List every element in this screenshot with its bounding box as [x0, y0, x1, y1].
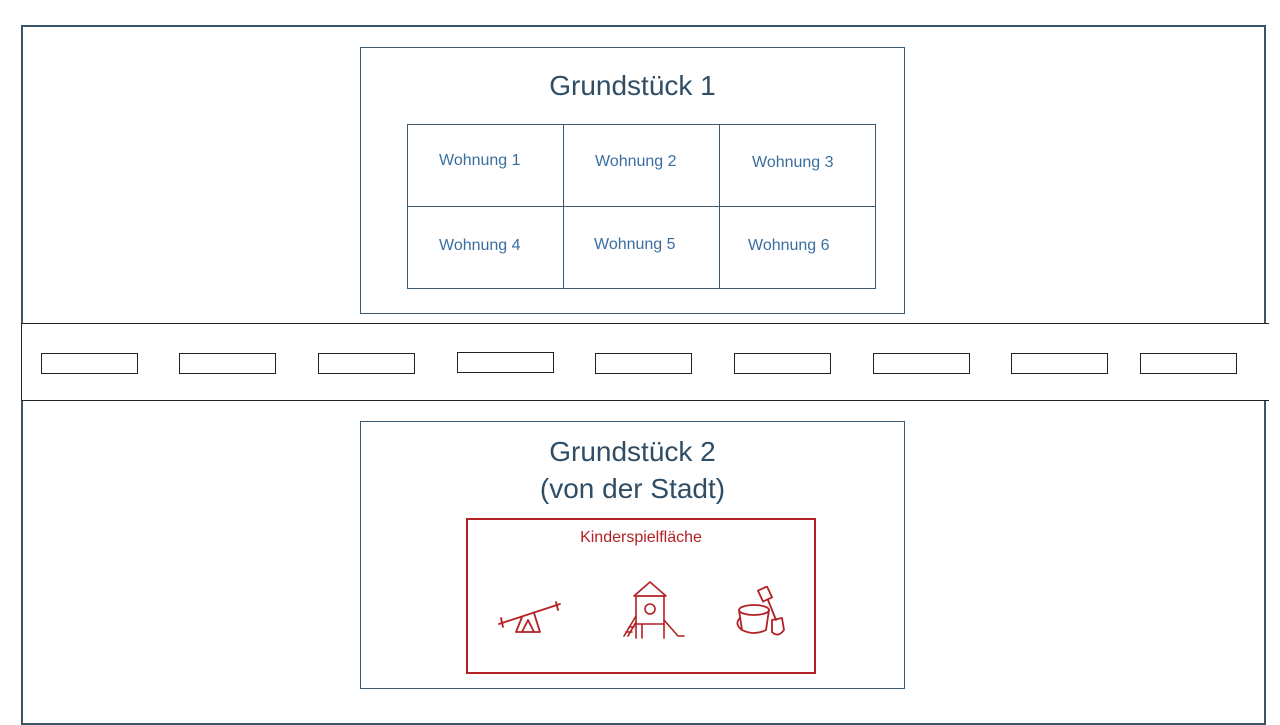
- parking-spot: [1011, 353, 1108, 374]
- apartment-2: Wohnung 2: [564, 125, 720, 207]
- apartment-5: Wohnung 5: [564, 207, 720, 288]
- apartment-label: Wohnung 2: [595, 153, 677, 170]
- parking-spot: [734, 353, 831, 374]
- apartment-grid: Wohnung 1 Wohnung 2 Wohnung 3 Wohnung 4 …: [407, 124, 876, 289]
- playhouse-slide-icon: [623, 581, 685, 639]
- apartment-1: Wohnung 1: [408, 125, 564, 207]
- apartment-label: Wohnung 3: [752, 154, 834, 171]
- bucket-shovel-icon: [736, 586, 785, 636]
- plot-2-title-line2: (von der Stadt): [539, 473, 726, 504]
- parking-spot: [595, 353, 692, 374]
- parking-spot: [318, 353, 415, 374]
- apartment-6: Wohnung 6: [720, 207, 875, 288]
- plot-2-title-line1: Grundstück 2: [549, 436, 716, 467]
- plot-1-title: Grundstück 1: [549, 70, 716, 101]
- apartment-label: Wohnung 6: [748, 237, 830, 254]
- seesaw-icon: [498, 601, 561, 633]
- parking-spot: [179, 353, 276, 374]
- parking-spot: [457, 352, 554, 373]
- parking-spot: [41, 353, 138, 374]
- parking-spot: [873, 353, 970, 374]
- playground-label: Kinderspielfläche: [580, 529, 702, 546]
- apartment-label: Wohnung 1: [439, 152, 521, 169]
- playground-area: Kinderspielfläche: [466, 518, 816, 674]
- apartment-3: Wohnung 3: [720, 125, 875, 207]
- plot-1: Grundstück 1: [360, 47, 905, 314]
- apartment-label: Wohnung 4: [439, 237, 521, 254]
- apartment-4: Wohnung 4: [408, 207, 564, 288]
- parking-spot: [1140, 353, 1237, 374]
- apartment-label: Wohnung 5: [594, 236, 676, 253]
